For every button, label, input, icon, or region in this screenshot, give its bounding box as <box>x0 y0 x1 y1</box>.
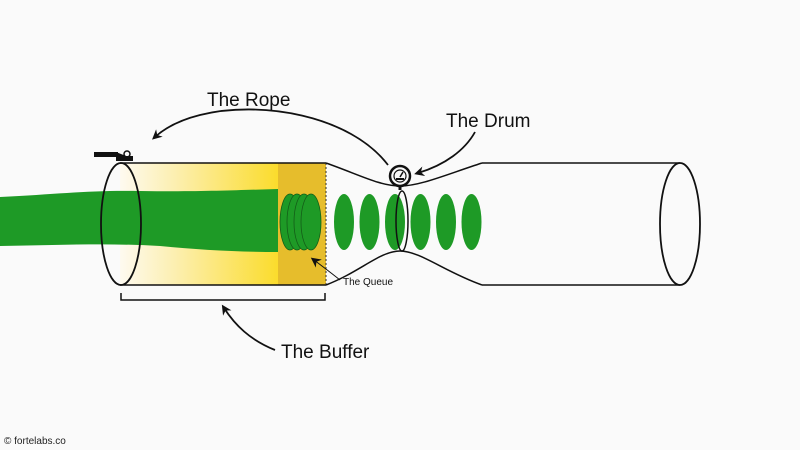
output-pipe <box>482 162 701 286</box>
queue-arrow <box>310 257 341 281</box>
drum-arrow <box>414 131 476 177</box>
label-buffer: The Buffer <box>281 342 370 363</box>
queue-discs <box>279 193 322 251</box>
credit-text: © fortelabs.co <box>4 436 66 447</box>
drum-ring <box>395 190 409 252</box>
constriction-bottom-curve <box>325 250 483 286</box>
pipe-opening-right <box>659 162 701 286</box>
buffer-arrow <box>221 304 276 351</box>
flow-disc <box>410 194 431 250</box>
flow-disc <box>385 194 405 250</box>
flow-discs <box>334 194 482 250</box>
valve-handle-icon <box>94 150 133 161</box>
flow-disc <box>359 194 380 250</box>
gauge-icon <box>388 164 412 190</box>
rope-arrow <box>152 108 389 166</box>
queue-disc <box>300 193 322 251</box>
label-queue: The Queue <box>343 277 393 288</box>
flow-disc <box>461 194 482 250</box>
buffer-bracket <box>120 293 326 301</box>
incoming-work-stream <box>0 189 278 252</box>
label-rope: The Rope <box>207 90 290 111</box>
flow-disc <box>436 194 456 250</box>
label-drum: The Drum <box>446 111 530 132</box>
pipe-opening-left <box>100 162 142 286</box>
flow-disc <box>334 194 354 250</box>
